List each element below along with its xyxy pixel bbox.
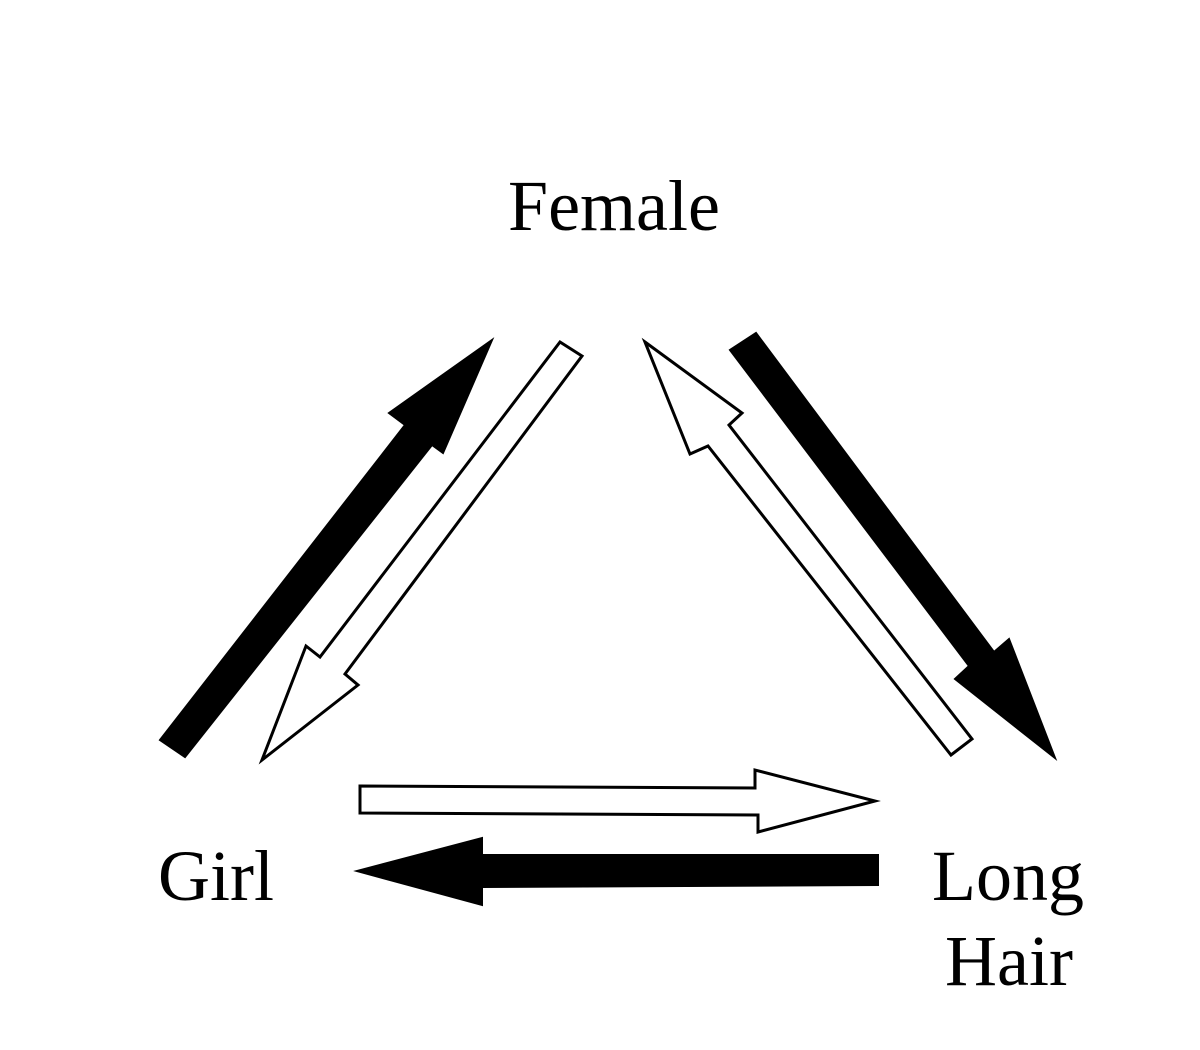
node-long-hair-line1: Long (932, 836, 1084, 916)
arrow-longhair-to-female (641, 337, 975, 758)
node-long-hair-line2: Hair (945, 921, 1073, 1001)
arrow-girl-to-longhair (358, 768, 881, 834)
node-girl: Girl (158, 836, 274, 916)
node-female: Female (508, 166, 720, 246)
arrow-girl-to-female (158, 337, 495, 759)
arrow-longhair-to-girl (353, 836, 879, 907)
arrow-female-to-girl (258, 339, 585, 765)
arrow-female-to-longhair (728, 331, 1058, 762)
